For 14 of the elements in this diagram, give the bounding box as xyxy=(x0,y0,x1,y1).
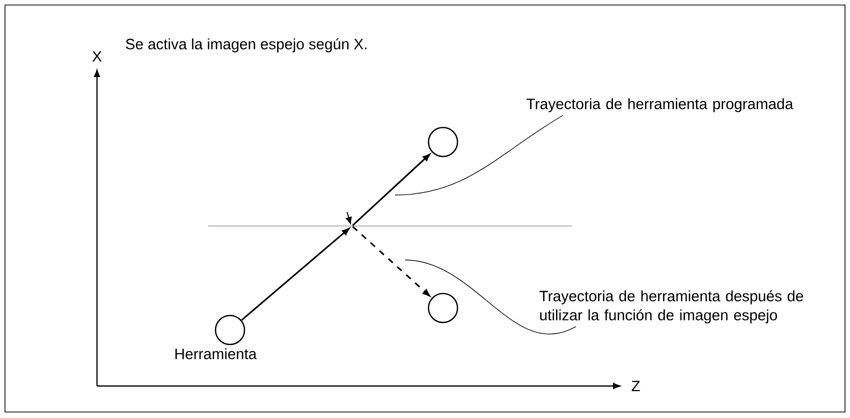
mirror-point-mark xyxy=(346,212,352,224)
callout-text: Trayectoria de herramienta programada xyxy=(526,98,794,112)
label: Z xyxy=(632,380,640,392)
arrow xyxy=(352,226,430,296)
label: X xyxy=(92,51,102,62)
callout-text: Trayectoria de herramienta después de utilizar la función de imagen espejo xyxy=(540,290,804,324)
tool-circle xyxy=(214,314,246,346)
label: Se activa la imagen espejo según X. xyxy=(126,38,366,52)
tool-label: Herramienta xyxy=(175,348,257,360)
tool-circle xyxy=(428,126,458,158)
tool-circle xyxy=(428,292,458,324)
arrow xyxy=(352,154,430,226)
leader-line xyxy=(404,260,576,334)
arrow xyxy=(241,228,350,321)
